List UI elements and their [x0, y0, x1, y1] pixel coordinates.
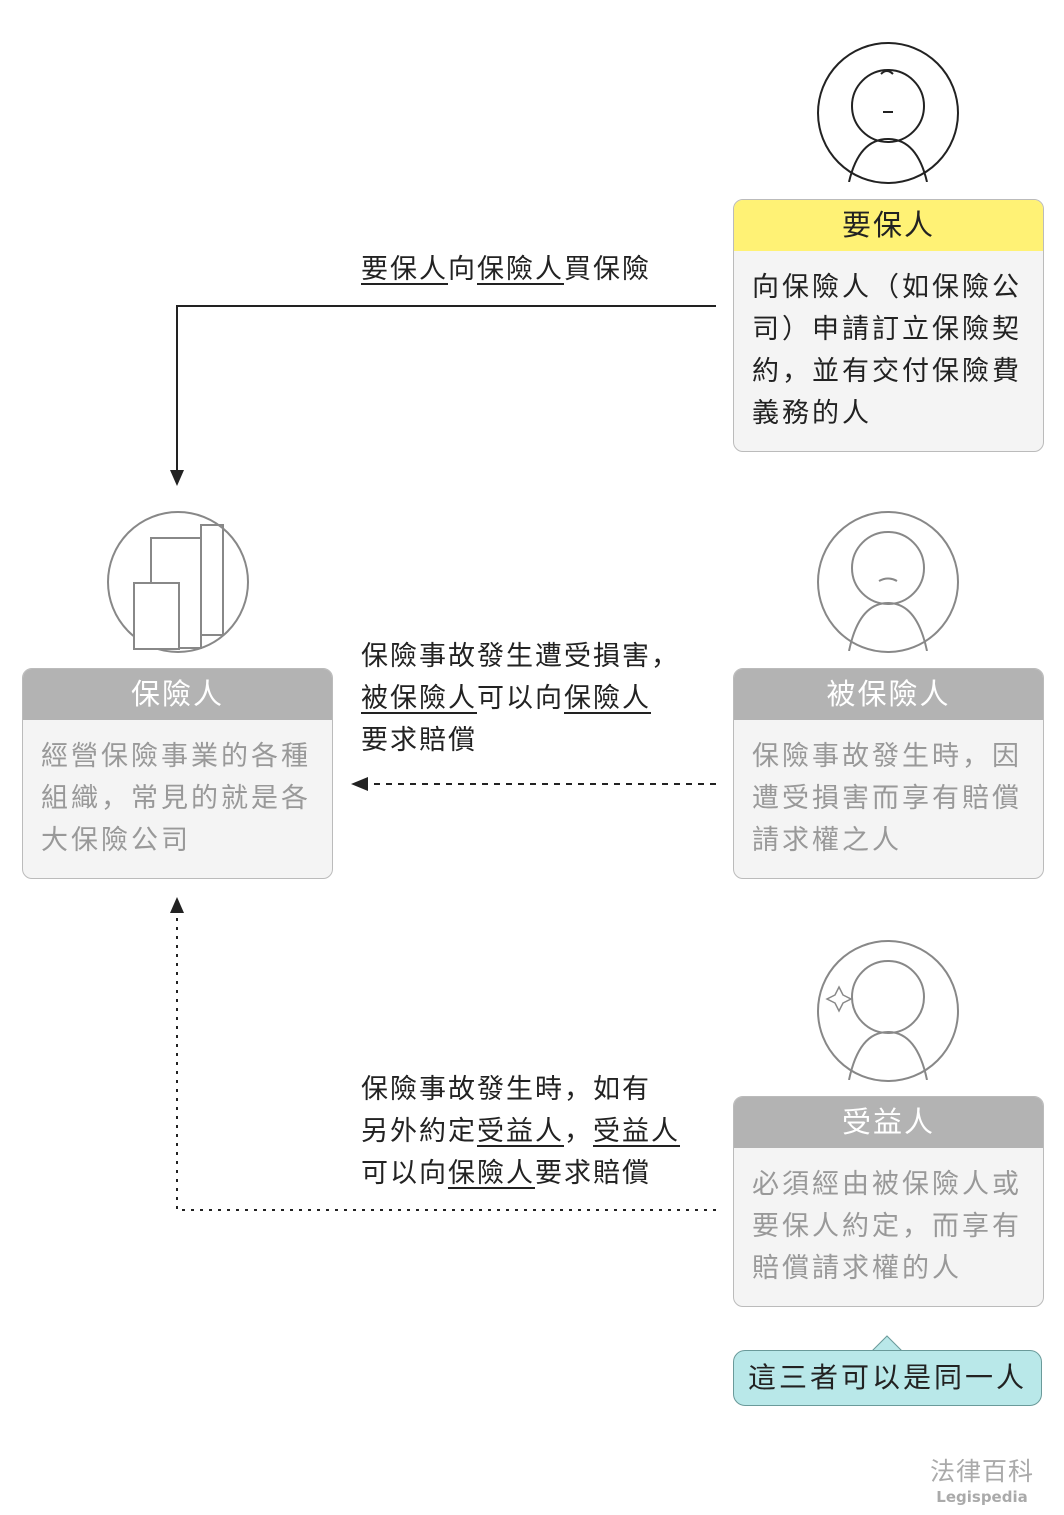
label-text: 向: [448, 254, 477, 285]
label-text: 買保險: [564, 254, 651, 285]
policyholder-description: 向保險人（如保險公司）申請訂立保險契約，並有交付保險費義務的人: [752, 272, 1022, 429]
insurer-description: 經營保險事業的各種組織，常見的就是各大保險公司: [41, 741, 311, 856]
label-text: 可以向: [477, 683, 564, 714]
legispedia-logo: 法律百科 Legispedia: [930, 1452, 1034, 1506]
logo-en: Legispedia: [936, 1488, 1028, 1506]
claim-beneficiary-arrow: [170, 897, 716, 1211]
insured-avatar-icon: [817, 511, 959, 653]
label-text: ，: [564, 1116, 593, 1147]
insurer-title: 保險人: [23, 669, 332, 720]
role-term: 保險人: [477, 254, 564, 285]
role-term: 保險人: [448, 1158, 535, 1189]
label-line: 可以向保險人要求賠償: [361, 1153, 680, 1195]
insured-description: 保險事故發生時，因遭受損害而享有賠償請求權之人: [752, 741, 1022, 856]
purchase-arrow: [170, 305, 716, 486]
beneficiary-avatar-icon: [817, 940, 959, 1082]
same-person-note: 這三者可以是同一人: [733, 1350, 1042, 1406]
label-text: 保險事故發生遭受損害，: [361, 641, 680, 672]
policyholder-avatar-icon: [817, 42, 959, 184]
label-line: 要保人向保險人買保險: [361, 249, 651, 291]
label-line: 保險事故發生遭受損害，: [361, 636, 680, 678]
insurer-building-icon: [107, 511, 249, 653]
insured-card: 被保險人 保險事故發生時，因遭受損害而享有賠償請求權之人: [733, 668, 1044, 879]
label-line: 要求賠償: [361, 720, 680, 762]
role-term: 要保人: [361, 254, 448, 285]
label-text: 另外約定: [361, 1116, 477, 1147]
policyholder-card: 要保人 向保險人（如保險公司）申請訂立保險契約，並有交付保險費義務的人: [733, 199, 1044, 452]
label-text: 可以向: [361, 1158, 448, 1189]
beneficiary-description: 必須經由被保險人或要保人約定，而享有賠償請求權的人: [752, 1169, 1022, 1284]
label-line: 另外約定受益人，受益人: [361, 1111, 680, 1153]
label-line: 被保險人可以向保險人: [361, 678, 680, 720]
label-text: 要求賠償: [535, 1158, 651, 1189]
beneficiary-card: 受益人 必須經由被保險人或要保人約定，而享有賠償請求權的人: [733, 1096, 1044, 1307]
label-text: 保險事故發生時，如有: [361, 1074, 651, 1105]
label-line: 保險事故發生時，如有: [361, 1069, 680, 1111]
insured-title: 被保險人: [734, 669, 1043, 720]
claim-insured-label: 保險事故發生遭受損害， 被保險人可以向保險人要求賠償: [361, 636, 680, 762]
role-term: 被保險人: [361, 683, 477, 714]
label-text: 要求賠償: [361, 725, 477, 756]
purchase-label: 要保人向保險人買保險: [361, 249, 651, 291]
role-term: 保險人: [564, 683, 651, 714]
insurer-card: 保險人 經營保險事業的各種組織，常見的就是各大保險公司: [22, 668, 333, 879]
policyholder-title: 要保人: [734, 200, 1043, 251]
logo-zh: 法律百科: [930, 1457, 1035, 1486]
claim-beneficiary-label: 保險事故發生時，如有另外約定受益人，受益人可以向保險人要求賠償: [361, 1069, 680, 1195]
role-term: 受益人: [593, 1116, 680, 1147]
role-term: 受益人: [477, 1116, 564, 1147]
beneficiary-title: 受益人: [734, 1097, 1043, 1148]
claim-insured-arrow: [351, 777, 716, 791]
